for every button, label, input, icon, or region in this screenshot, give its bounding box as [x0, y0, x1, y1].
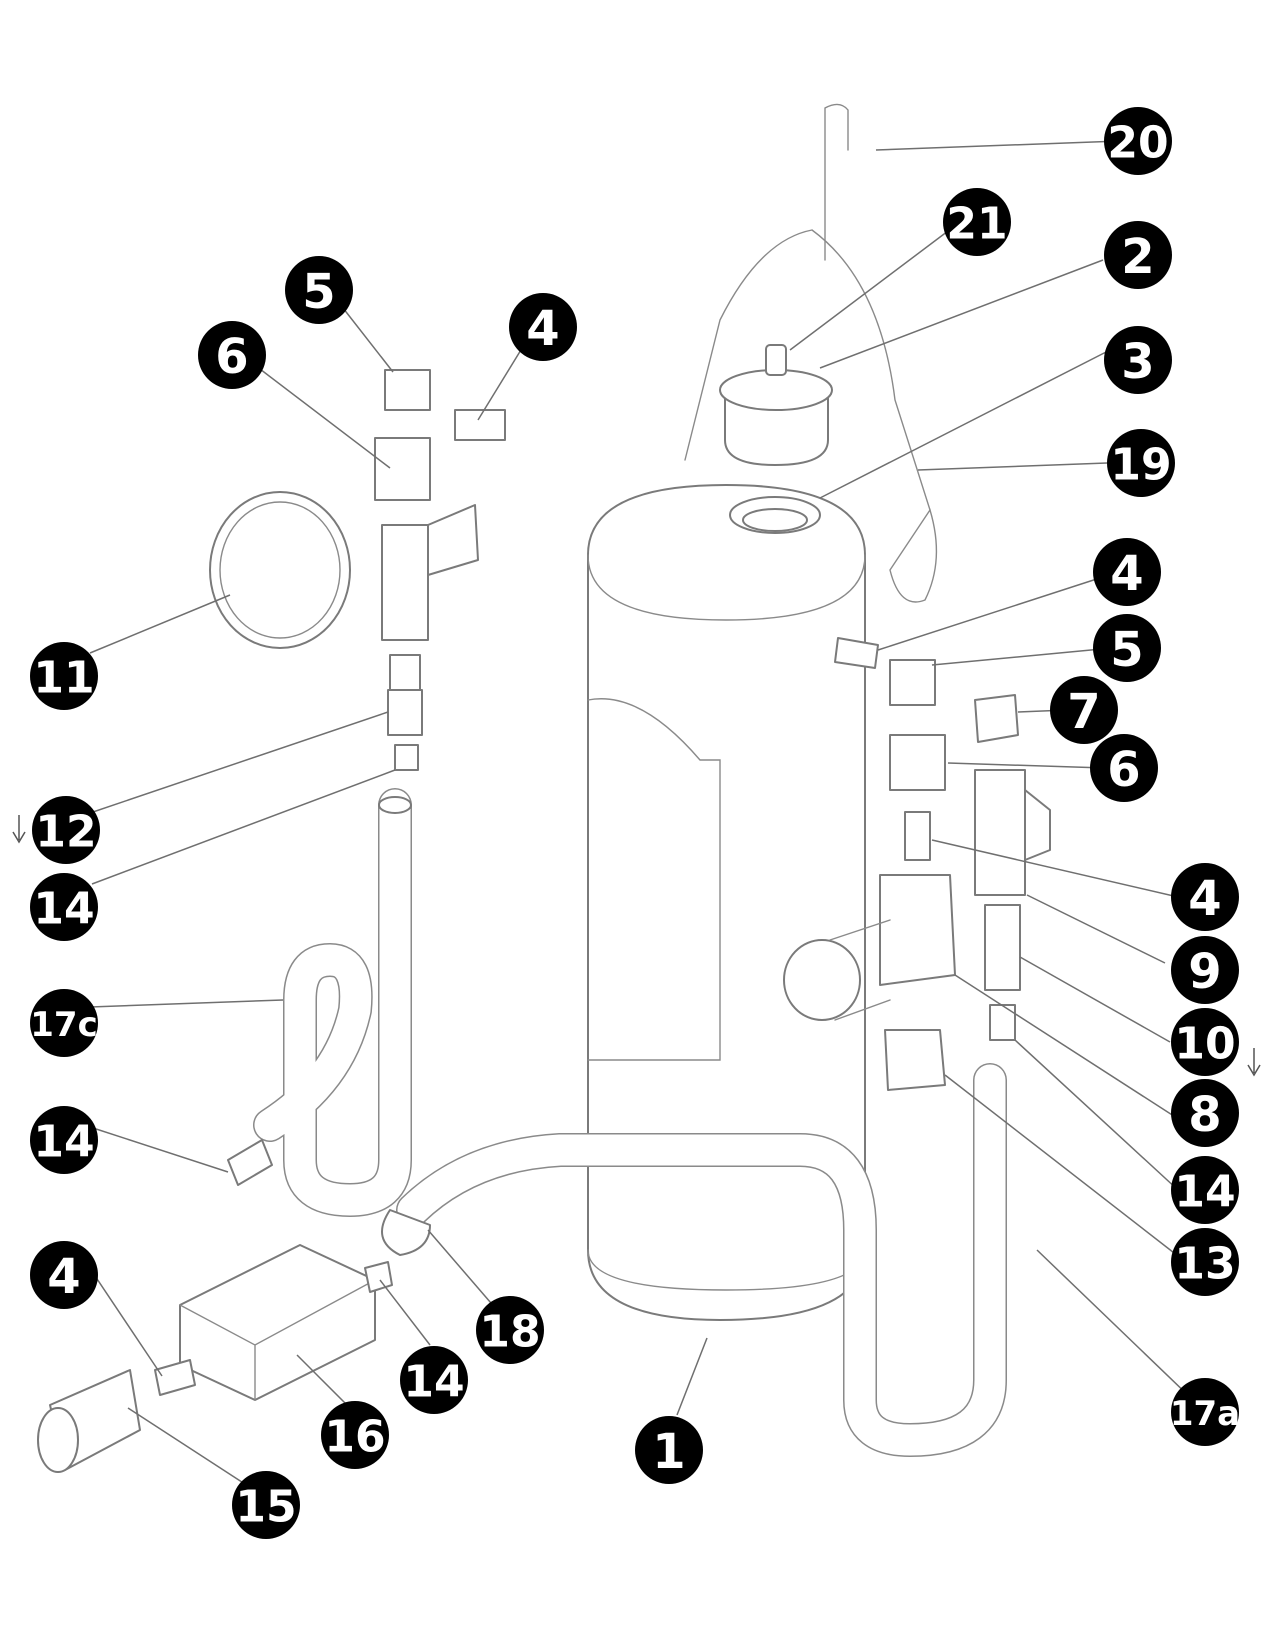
svg-text:11: 11: [33, 653, 94, 704]
leader-lines: [82, 140, 1194, 1487]
tank: [587, 484, 866, 1321]
flow-arrow-right: [1247, 1048, 1261, 1077]
hose-17c: [253, 788, 412, 1217]
svg-text:5: 5: [302, 264, 335, 320]
callout-20: 20: [1104, 107, 1172, 175]
svg-text:6: 6: [1107, 742, 1140, 798]
callout-6-left: 6: [198, 321, 266, 389]
svg-text:20: 20: [1107, 118, 1168, 169]
right-fittings: [783, 637, 1051, 1091]
svg-text:4: 4: [47, 1249, 80, 1305]
svg-text:6: 6: [215, 329, 248, 385]
callout-14-bottom: 14: [400, 1346, 468, 1414]
svg-text:3: 3: [1121, 334, 1154, 390]
svg-text:2: 2: [1121, 229, 1154, 285]
svg-text:17c: 17c: [30, 1005, 97, 1045]
callout-16: 16: [321, 1401, 389, 1469]
callout-4-left-bottom: 4: [30, 1241, 98, 1309]
callout-3: 3: [1104, 326, 1172, 394]
callout-9: 9: [1171, 936, 1239, 1004]
callout-17c: 17c: [30, 989, 98, 1057]
hose-17a: [396, 1063, 1007, 1457]
svg-text:21: 21: [946, 199, 1007, 250]
callout-15: 15: [232, 1471, 300, 1539]
svg-text:8: 8: [1188, 1087, 1221, 1143]
callout-19: 19: [1107, 429, 1175, 497]
svg-text:14: 14: [1174, 1167, 1235, 1218]
svg-text:17a: 17a: [1170, 1394, 1240, 1434]
svg-text:14: 14: [33, 1117, 94, 1168]
block-and-coupler: [37, 1209, 431, 1473]
svg-text:19: 19: [1110, 440, 1171, 491]
callout-14-left-top: 14: [30, 873, 98, 941]
svg-text:12: 12: [35, 807, 96, 858]
callout-4-left-top: 4: [509, 293, 577, 361]
svg-text:5: 5: [1110, 622, 1143, 678]
callout-4-right-mid: 4: [1171, 863, 1239, 931]
svg-text:10: 10: [1174, 1019, 1235, 1070]
flow-arrow-left: [12, 815, 26, 844]
callout-5-left: 5: [285, 256, 353, 324]
svg-text:9: 9: [1188, 944, 1221, 1000]
svg-text:16: 16: [324, 1412, 385, 1463]
svg-text:15: 15: [235, 1482, 296, 1533]
callout-11: 11: [30, 642, 98, 710]
callout-12: 12: [32, 796, 100, 864]
svg-text:14: 14: [33, 884, 94, 935]
svg-text:14: 14: [403, 1357, 464, 1408]
callout-8: 8: [1171, 1079, 1239, 1147]
callout-21: 21: [943, 188, 1011, 256]
callout-14-right: 14: [1171, 1156, 1239, 1224]
callout-1: 1: [635, 1416, 703, 1484]
svg-text:18: 18: [479, 1307, 540, 1358]
callout-10: 10: [1171, 1008, 1239, 1076]
callout-6-right: 6: [1090, 734, 1158, 802]
svg-text:4: 4: [1188, 871, 1221, 927]
svg-text:1: 1: [652, 1424, 685, 1480]
callout-5-right: 5: [1093, 614, 1161, 682]
svg-text:7: 7: [1067, 684, 1100, 740]
svg-text:4: 4: [526, 301, 559, 357]
callout-7: 7: [1050, 676, 1118, 744]
callout-18: 18: [476, 1296, 544, 1364]
left-fittings: [209, 369, 506, 1186]
callout-2: 2: [1104, 221, 1172, 289]
svg-text:13: 13: [1174, 1239, 1235, 1290]
callout-14-left-mid: 14: [30, 1106, 98, 1174]
callout-13: 13: [1171, 1228, 1239, 1296]
callout-4-right-top: 4: [1093, 538, 1161, 606]
callout-17a: 17a: [1170, 1378, 1240, 1446]
lid-assembly: [684, 103, 938, 603]
svg-text:4: 4: [1110, 546, 1143, 602]
